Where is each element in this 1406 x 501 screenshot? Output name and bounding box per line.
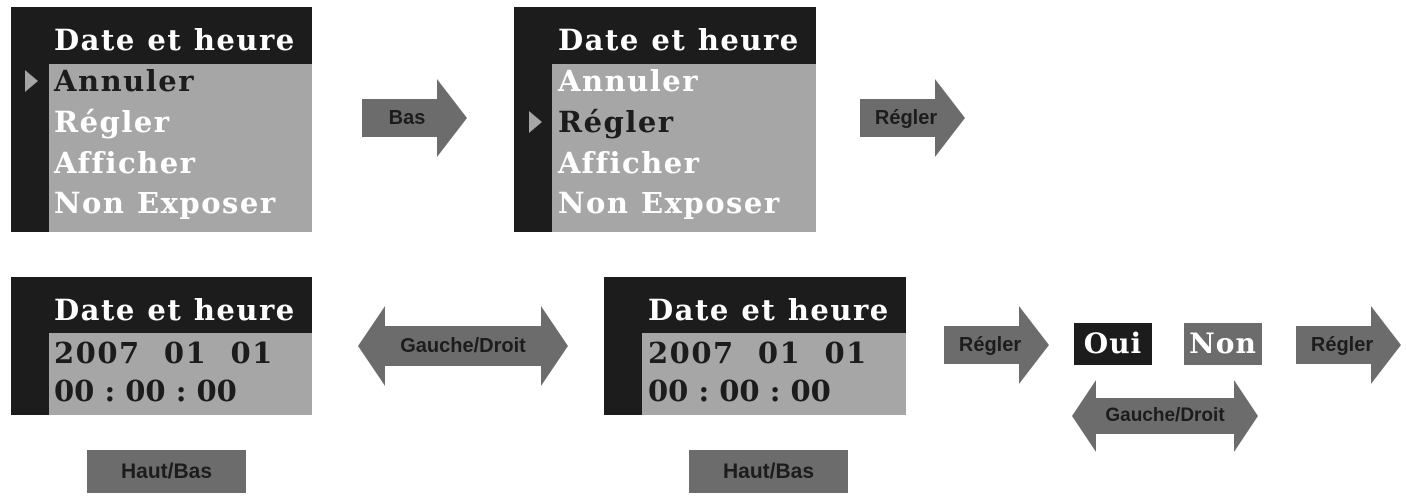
lcd-panel (49, 64, 312, 232)
lcd-panel (49, 333, 312, 415)
arrow-label-regler: Régler (958, 334, 1022, 356)
menu-item-regler: Régler (558, 105, 675, 139)
screen-title: Date et heure (54, 293, 296, 327)
arrow-label-bas: Bas (388, 107, 426, 129)
arrow-right-icon (362, 79, 467, 157)
lcd-screen-menu-annuler: Date et heure Annuler Régler Afficher No… (11, 7, 312, 232)
key-haut-bas: Haut/Bas (689, 450, 848, 493)
time-value: 00 : 00 : 00 (54, 374, 237, 408)
arrow-left-right-icon (358, 306, 568, 386)
arrow-label-regler: Régler (1310, 334, 1374, 356)
arrow-right-icon (944, 306, 1049, 384)
menu-item-non-exposer: Non Exposer (558, 186, 781, 220)
lcd-screen-menu-regler: Date et heure Annuler Régler Afficher No… (514, 7, 816, 232)
menu-item-afficher: Afficher (558, 146, 701, 180)
menu-item-annuler: Annuler (54, 64, 195, 98)
arrow-label-gauche-droit: Gauche/Droit (1105, 405, 1225, 426)
menu-item-annuler: Annuler (558, 64, 699, 98)
menu-item-non-exposer: Non Exposer (54, 186, 277, 220)
screen-title: Date et heure (558, 23, 800, 57)
lcd-screen-datetime: Date et heure 2007 01 01 00 : 00 : 00 (11, 277, 312, 415)
key-haut-bas: Haut/Bas (87, 450, 246, 493)
lcd-panel (552, 64, 816, 232)
screen-title: Date et heure (648, 293, 890, 327)
screen-title: Date et heure (54, 23, 296, 57)
arrow-left-right-icon (1072, 380, 1258, 452)
menu-item-regler: Régler (54, 105, 171, 139)
arrow-right-icon (1296, 306, 1401, 384)
arrow-label-gauche-droit: Gauche/Droit (400, 335, 526, 357)
menu-item-afficher: Afficher (54, 146, 197, 180)
date-value: 2007 01 01 (648, 336, 868, 370)
selection-cursor-icon (529, 111, 542, 133)
arrow-right-icon (860, 79, 965, 157)
date-value: 2007 01 01 (54, 336, 274, 370)
selection-cursor-icon (25, 70, 38, 92)
option-oui: Oui (1074, 323, 1152, 365)
arrow-label-regler: Régler (874, 107, 938, 129)
lcd-panel (642, 333, 906, 415)
lcd-screen-datetime: Date et heure 2007 01 01 00 : 00 : 00 (604, 277, 906, 415)
option-non: Non (1184, 323, 1262, 365)
time-value: 00 : 00 : 00 (648, 374, 831, 408)
